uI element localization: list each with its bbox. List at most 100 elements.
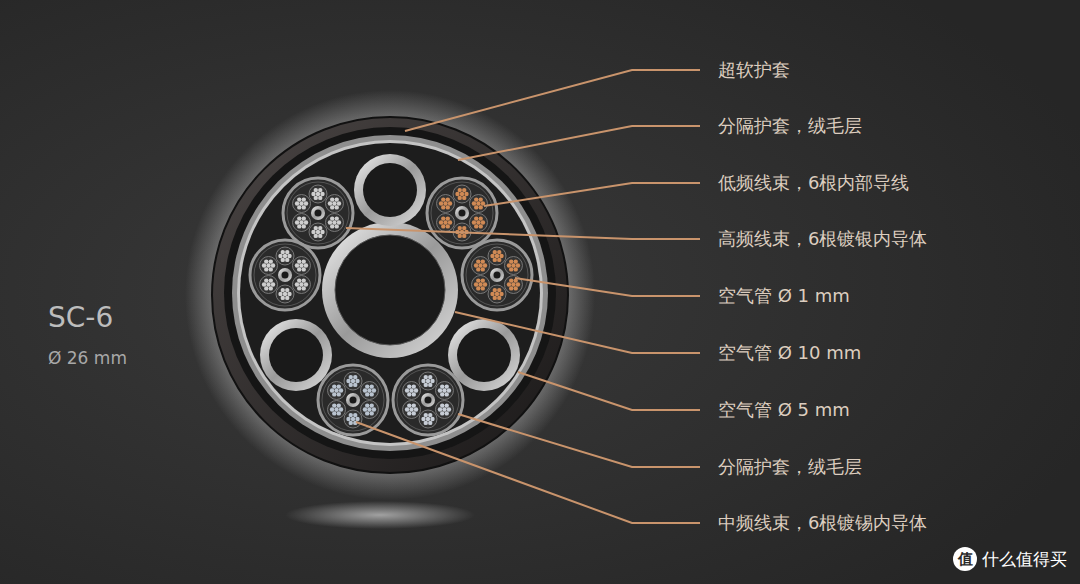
conductor bbox=[437, 214, 455, 232]
strand bbox=[446, 197, 450, 201]
strand bbox=[367, 388, 371, 392]
conductor bbox=[328, 401, 346, 419]
strand bbox=[299, 201, 303, 205]
strand bbox=[365, 384, 369, 388]
strand bbox=[474, 282, 478, 286]
watermark-icon: 值 bbox=[953, 547, 977, 571]
strand bbox=[346, 379, 350, 383]
strand bbox=[334, 407, 338, 411]
strand bbox=[479, 205, 483, 209]
strand bbox=[295, 201, 299, 205]
strand bbox=[337, 201, 341, 205]
callout-label: 分隔护套，绒毛层 bbox=[718, 116, 862, 136]
strand bbox=[514, 286, 518, 290]
strand bbox=[285, 296, 289, 300]
strand bbox=[351, 417, 355, 421]
strand bbox=[302, 216, 306, 220]
strand bbox=[499, 254, 503, 258]
strand bbox=[304, 201, 308, 205]
conductor bbox=[328, 382, 346, 400]
leader-line bbox=[458, 126, 700, 160]
cable-core bbox=[240, 143, 540, 443]
strand bbox=[370, 384, 374, 388]
strand bbox=[297, 224, 301, 228]
strand bbox=[332, 403, 336, 407]
strand bbox=[283, 292, 287, 296]
strand bbox=[499, 292, 503, 296]
strand bbox=[481, 278, 485, 282]
strand bbox=[320, 230, 324, 234]
strand bbox=[407, 392, 411, 396]
conductor bbox=[469, 214, 487, 232]
strand bbox=[483, 282, 487, 286]
air-tube-1mm bbox=[455, 206, 469, 220]
outer-jacket bbox=[212, 117, 568, 473]
floor-glow bbox=[285, 501, 475, 529]
strand bbox=[351, 379, 355, 383]
strand bbox=[462, 196, 466, 200]
strand bbox=[476, 220, 480, 224]
strand bbox=[438, 407, 442, 411]
strand bbox=[440, 384, 444, 388]
strand bbox=[481, 286, 485, 290]
strand bbox=[328, 220, 332, 224]
strand bbox=[297, 197, 301, 201]
strand bbox=[318, 226, 322, 230]
strand bbox=[439, 220, 443, 224]
conductor bbox=[276, 285, 294, 303]
strand bbox=[353, 383, 357, 387]
strand bbox=[481, 267, 485, 271]
strand bbox=[412, 411, 416, 415]
air-tube-1mm-bore bbox=[459, 210, 466, 217]
conductor bbox=[344, 372, 362, 390]
model-name: SC-6 bbox=[48, 303, 113, 334]
strand bbox=[335, 197, 339, 201]
strand bbox=[479, 216, 483, 220]
strand bbox=[439, 201, 443, 205]
strand bbox=[278, 292, 282, 296]
strand bbox=[302, 224, 306, 228]
strand bbox=[464, 192, 468, 196]
conductor bbox=[469, 195, 487, 213]
strand bbox=[297, 267, 301, 271]
strand bbox=[314, 234, 318, 238]
strand bbox=[278, 254, 282, 258]
strand bbox=[474, 216, 478, 220]
strand bbox=[370, 411, 374, 415]
bundle-lining bbox=[322, 369, 384, 431]
strand bbox=[445, 411, 449, 415]
wire-bundle bbox=[393, 365, 463, 435]
strand bbox=[511, 282, 515, 286]
conductor bbox=[309, 185, 327, 203]
conductor bbox=[403, 401, 421, 419]
strand bbox=[316, 230, 320, 234]
leader-line bbox=[356, 422, 700, 523]
strand bbox=[304, 263, 308, 267]
bundle-sheath bbox=[427, 178, 497, 248]
strand bbox=[446, 216, 450, 220]
wire-bundle bbox=[462, 240, 532, 310]
callout-label: 分隔护套，绒毛层 bbox=[718, 457, 862, 477]
strand bbox=[304, 220, 308, 224]
leader-line bbox=[518, 372, 700, 410]
strand bbox=[497, 296, 501, 300]
air-tube-5mm-bore bbox=[457, 328, 511, 382]
strand bbox=[516, 263, 520, 267]
conductor bbox=[437, 195, 455, 213]
strand bbox=[412, 384, 416, 388]
strand bbox=[409, 407, 413, 411]
strand bbox=[314, 188, 318, 192]
strand bbox=[514, 267, 518, 271]
strand bbox=[460, 192, 464, 196]
strand bbox=[509, 259, 513, 263]
bundle-sheath bbox=[393, 365, 463, 435]
strand bbox=[299, 220, 303, 224]
conductor bbox=[472, 257, 490, 275]
strand bbox=[269, 259, 273, 263]
strand bbox=[295, 263, 299, 267]
strand bbox=[314, 226, 318, 230]
strand bbox=[365, 392, 369, 396]
strand bbox=[365, 403, 369, 407]
strand bbox=[445, 392, 449, 396]
